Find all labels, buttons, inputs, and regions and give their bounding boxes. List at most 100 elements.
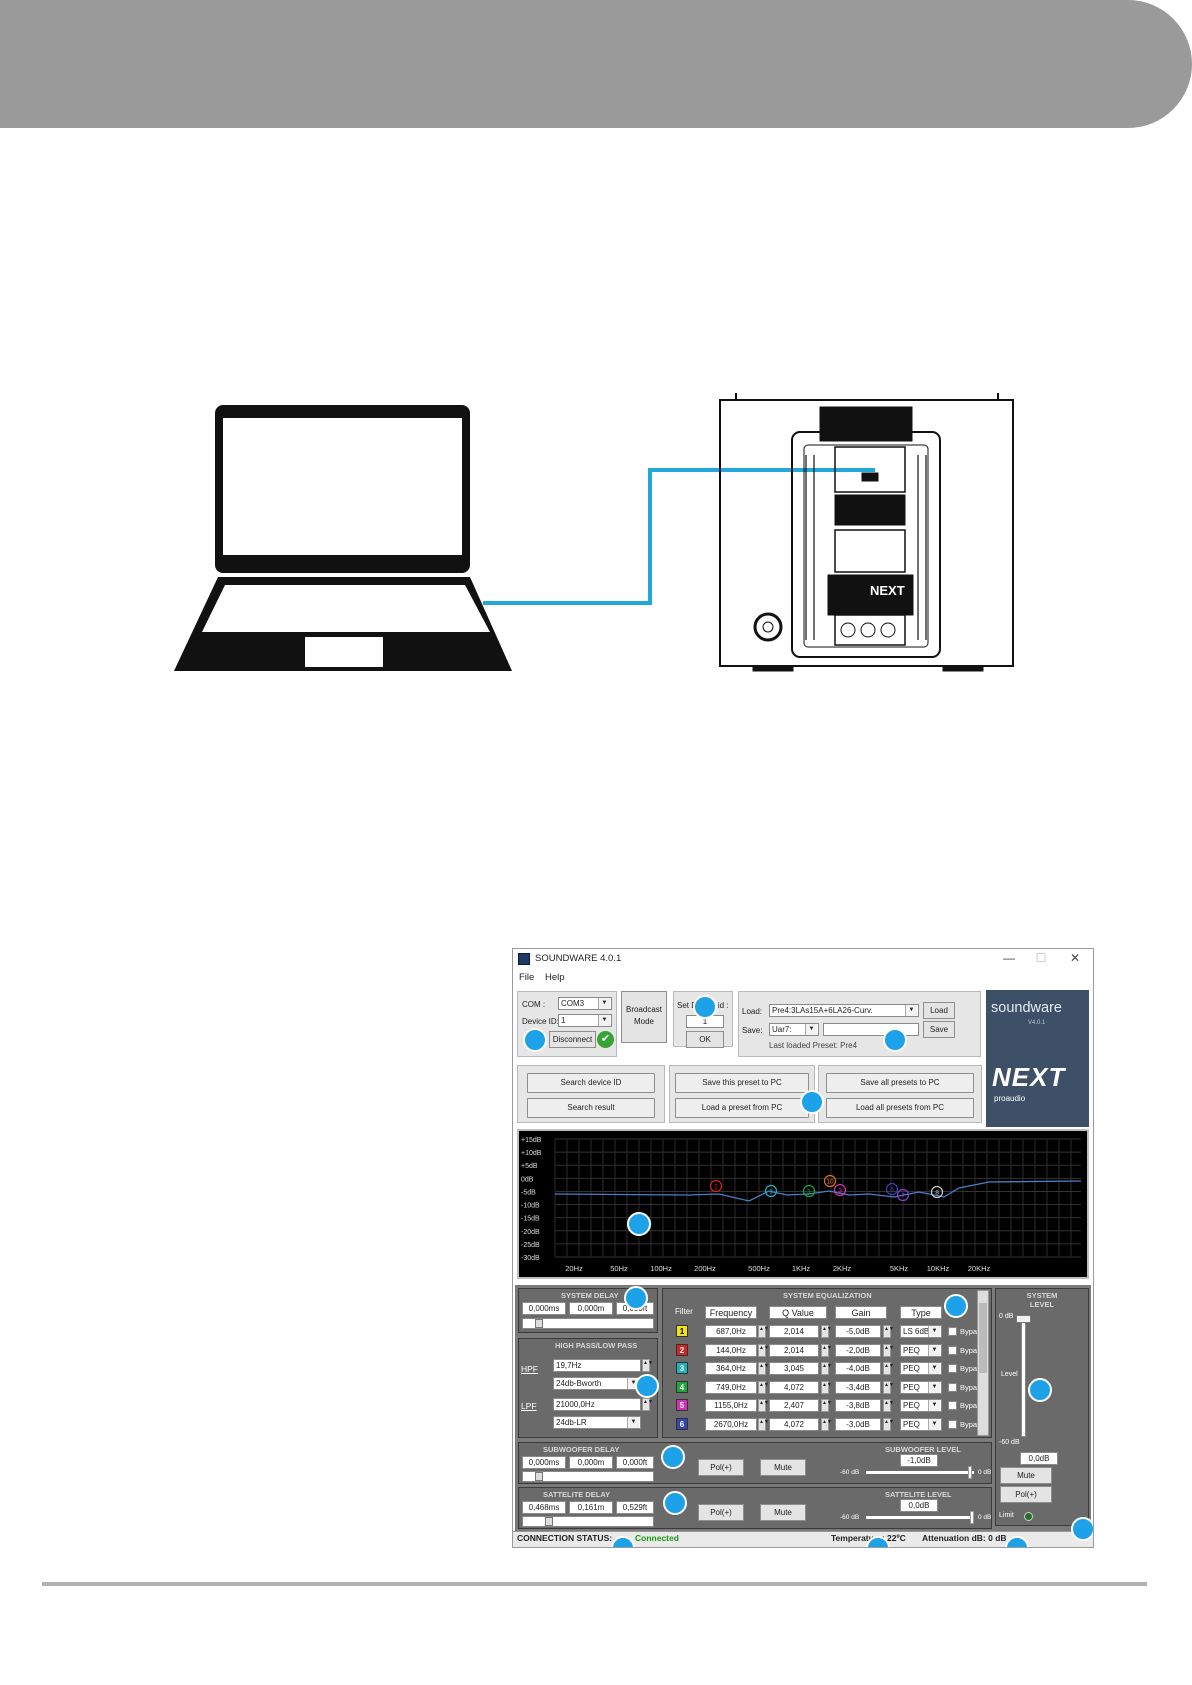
eq-frequency-spinner[interactable]: ▲▼ — [758, 1362, 769, 1375]
system-level-handle[interactable] — [1016, 1315, 1031, 1323]
eq-q-spinner[interactable]: ▲▼ — [821, 1362, 832, 1375]
broadcast-mode-button[interactable]: Broadcast Mode — [621, 991, 667, 1043]
eq-type-select[interactable]: PEQ▼ — [900, 1362, 942, 1375]
eq-gain-spinner[interactable]: ▲▼ — [883, 1380, 894, 1394]
system-level-track[interactable] — [1021, 1319, 1026, 1437]
eq-gain-input[interactable]: -5,0dB — [835, 1325, 881, 1338]
eq-bypass-checkbox[interactable] — [948, 1382, 957, 1392]
menu-help[interactable]: Help — [545, 972, 565, 983]
eq-gain-spinner[interactable]: ▲▼ — [883, 1417, 894, 1431]
sat-pol-button[interactable]: Pol(+) — [698, 1504, 744, 1521]
sat-mute-button[interactable]: Mute — [760, 1504, 806, 1521]
maximize-icon[interactable]: ☐ — [1035, 951, 1047, 965]
save-all-presets-button[interactable]: Save all presets to PC — [826, 1073, 974, 1093]
sub-delay-m-input[interactable]: 0,000m — [569, 1456, 613, 1469]
eq-q-spinner[interactable]: ▲▼ — [821, 1399, 832, 1412]
load-preset-button[interactable]: Load — [923, 1002, 955, 1019]
close-icon[interactable]: ✕ — [1069, 951, 1081, 965]
eq-scrollbar[interactable] — [977, 1290, 989, 1436]
eq-frequency-input[interactable]: 2670,0Hz — [705, 1417, 757, 1431]
eq-gain-input[interactable]: -2,0dB — [835, 1343, 881, 1357]
hpf-frequency-input[interactable]: 19,7Hz — [553, 1359, 641, 1372]
eq-bypass-checkbox[interactable] — [948, 1364, 957, 1373]
lpf-frequency-input[interactable]: 21000,0Hz — [553, 1398, 641, 1411]
sat-level-slider[interactable] — [866, 1511, 974, 1524]
eq-type-select[interactable]: PEQ▼ — [900, 1399, 942, 1412]
sub-pol-button[interactable]: Pol(+) — [698, 1459, 744, 1476]
sat-level-value[interactable]: 0,0dB — [900, 1499, 938, 1512]
eq-frequency-input[interactable]: 364,0Hz — [705, 1362, 757, 1375]
eq-type-select[interactable]: PEQ▼ — [900, 1417, 942, 1431]
save-this-preset-button[interactable]: Save this preset to PC — [675, 1073, 809, 1093]
sat-delay-ms-input[interactable]: 0,468ms — [522, 1501, 566, 1514]
sub-level-slider[interactable] — [866, 1466, 974, 1479]
eq-gain-spinner[interactable]: ▲▼ — [883, 1399, 894, 1412]
eq-frequency-input[interactable]: 1155,0Hz — [705, 1399, 757, 1412]
eq-bypass-checkbox[interactable] — [948, 1401, 957, 1410]
sub-delay-ft-input[interactable]: 0,000ft — [616, 1456, 654, 1469]
load-preset-select[interactable]: Pre4:3LAs15A+6LA26-Curv.▼ — [769, 1004, 919, 1017]
system-level-value[interactable]: 0,0dB — [1020, 1452, 1058, 1465]
slider-handle[interactable] — [535, 1472, 543, 1481]
system-delay-slider[interactable] — [522, 1318, 654, 1329]
minimize-icon[interactable]: — — [1003, 951, 1015, 965]
eq-frequency-spinner[interactable]: ▲▼ — [758, 1380, 769, 1394]
system-delay-m-input[interactable]: 0,000m — [569, 1302, 613, 1315]
eq-frequency-spinner[interactable]: ▲▼ — [758, 1325, 769, 1338]
eq-gain-input[interactable]: -3,8dB — [835, 1399, 881, 1412]
eq-gain-spinner[interactable]: ▲▼ — [883, 1362, 894, 1375]
com-select[interactable]: COM3▼ — [558, 997, 612, 1010]
device-id-select[interactable]: 1▼ — [558, 1014, 612, 1027]
sat-delay-m-input[interactable]: 0,161m — [569, 1501, 613, 1514]
eq-q-spinner[interactable]: ▲▼ — [821, 1417, 832, 1431]
eq-q-input[interactable]: 2,014 — [769, 1343, 819, 1357]
eq-q-input[interactable]: 4,072 — [769, 1417, 819, 1431]
sat-delay-ft-input[interactable]: 0,529ft — [616, 1501, 654, 1514]
eq-frequency-spinner[interactable]: ▲▼ — [758, 1399, 769, 1412]
system-mute-button[interactable]: Mute — [1000, 1467, 1052, 1484]
eq-frequency-input[interactable]: 749,0Hz — [705, 1380, 757, 1394]
eq-q-input[interactable]: 2,407 — [769, 1399, 819, 1412]
menu-file[interactable]: File — [519, 972, 535, 983]
load-all-presets-button[interactable]: Load all presets from PC — [826, 1098, 974, 1118]
slider-handle[interactable] — [545, 1517, 553, 1526]
eq-frequency-input[interactable]: 144,0Hz — [705, 1343, 757, 1357]
load-preset-from-pc-button[interactable]: Load a preset from PC — [675, 1098, 809, 1118]
lpf-frequency-spinner[interactable]: ▲▼ — [642, 1398, 653, 1411]
scrollbar-thumb[interactable] — [979, 1303, 987, 1373]
eq-gain-spinner[interactable]: ▲▼ — [883, 1325, 894, 1338]
eq-frequency-spinner[interactable]: ▲▼ — [758, 1417, 769, 1431]
disconnect-button[interactable]: Disconnect — [549, 1031, 596, 1048]
eq-gain-spinner[interactable]: ▲▼ — [883, 1343, 894, 1357]
system-delay-ms-input[interactable]: 0,000ms — [522, 1302, 566, 1315]
eq-frequency-spinner[interactable]: ▲▼ — [758, 1343, 769, 1357]
eq-q-spinner[interactable]: ▲▼ — [821, 1380, 832, 1394]
slider-handle[interactable] — [970, 1511, 974, 1524]
eq-bypass-checkbox[interactable] — [948, 1419, 957, 1429]
eq-q-spinner[interactable]: ▲▼ — [821, 1343, 832, 1357]
sub-level-value[interactable]: -1,0dB — [900, 1454, 938, 1467]
eq-gain-input[interactable]: -4,0dB — [835, 1362, 881, 1375]
eq-bypass-checkbox[interactable] — [948, 1345, 957, 1355]
system-pol-button[interactable]: Pol(+) — [1000, 1486, 1052, 1503]
eq-type-select[interactable]: LS 6dB▼ — [900, 1325, 942, 1338]
eq-bypass-checkbox[interactable] — [948, 1327, 957, 1336]
eq-frequency-input[interactable]: 687,0Hz — [705, 1325, 757, 1338]
hpf-type-select[interactable]: 24db-Bworth▼ — [553, 1377, 641, 1390]
eq-q-spinner[interactable]: ▲▼ — [821, 1325, 832, 1338]
save-slot-select[interactable]: Uar7:▼ — [769, 1023, 819, 1036]
slider-handle[interactable] — [968, 1466, 973, 1479]
sat-delay-slider[interactable] — [522, 1516, 654, 1527]
eq-gain-input[interactable]: -3,0dB — [835, 1417, 881, 1431]
set-device-id-ok-button[interactable]: OK — [686, 1031, 724, 1048]
eq-type-select[interactable]: PEQ▼ — [900, 1380, 942, 1394]
hpf-frequency-spinner[interactable]: ▲▼ — [642, 1359, 653, 1372]
sub-delay-ms-input[interactable]: 0,000ms — [522, 1456, 566, 1469]
eq-type-select[interactable]: PEQ▼ — [900, 1343, 942, 1357]
search-result-button[interactable]: Search result — [527, 1098, 655, 1118]
lpf-type-select[interactable]: 24db-LR▼ — [553, 1416, 641, 1429]
sub-delay-slider[interactable] — [522, 1471, 654, 1482]
eq-q-input[interactable]: 4,072 — [769, 1380, 819, 1394]
slider-handle[interactable] — [535, 1319, 543, 1328]
